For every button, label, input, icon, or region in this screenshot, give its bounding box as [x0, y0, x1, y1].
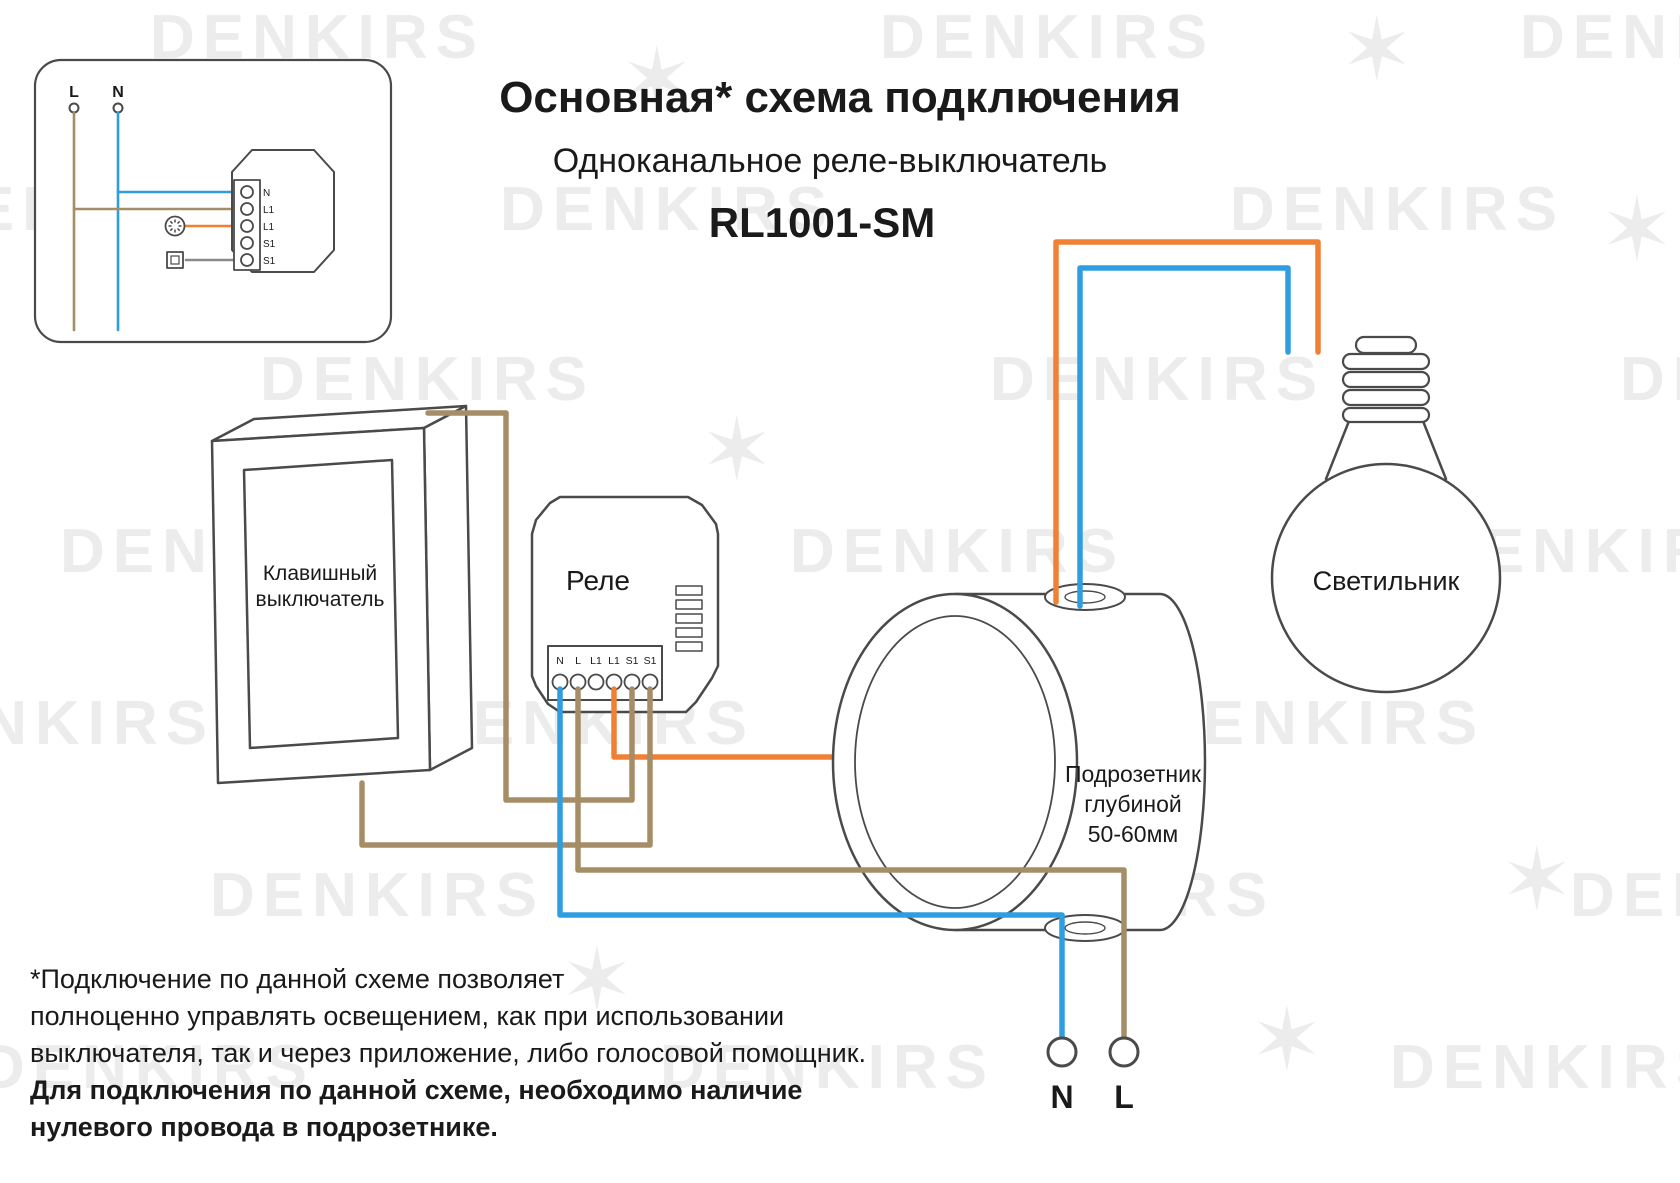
inset-terminal-label: S1 [263, 256, 276, 267]
watermark-star-icon: ✶ [1500, 830, 1574, 929]
watermark-star-icon: ✶ [560, 930, 634, 1029]
junction-box-label-line: 50-60мм [1088, 821, 1178, 847]
inset-neutral-terminal [112, 102, 124, 114]
light-bulb: Светильник [1270, 335, 1502, 694]
watermark-text: DENKIRS [1520, 3, 1680, 72]
inset-phase-terminal [68, 102, 80, 114]
watermark-star-icon: ✶ [700, 400, 774, 499]
footnote-line: выключателя, так и через приложение, либ… [30, 1038, 866, 1068]
relay-terminal-label: L1 [608, 655, 620, 667]
watermark-text: DENKIRS [880, 3, 1215, 72]
relay-module: Реле N L L1 L1 S1 S1 [530, 495, 720, 714]
watermark-text: DENKIRS [660, 1033, 995, 1102]
junction-box-label: Подрозетник глубиной 50-60мм [1065, 761, 1202, 847]
junction-box-label-line: глубиной [1084, 791, 1181, 817]
wall-switch-label: выключатель [256, 588, 385, 611]
relay-terminal-label: S1 [644, 655, 657, 667]
junction-box-tab-bottom [1044, 914, 1126, 942]
watermark-text: DENKIRS [1570, 861, 1680, 930]
inset-terminal-label: L1 [263, 205, 275, 216]
bulb-thread [1341, 352, 1431, 371]
watermark-star-icon: ✶ [1250, 990, 1324, 1089]
relay-terminal-label: L [575, 655, 581, 667]
watermark-text: DENKIRS [990, 345, 1325, 414]
watermark-text: DENKIRS [0, 1033, 315, 1102]
watermark-text: DENKIRS [790, 517, 1125, 586]
watermark-text: DENKIRS [1230, 175, 1565, 244]
inset-terminal [240, 253, 254, 267]
junction-box-front [831, 592, 1079, 932]
watermark-star-icon: ✶ [620, 30, 694, 129]
watermark-text: DENKIRS [210, 861, 545, 930]
wall-switch: Клавишный выключатель [210, 404, 474, 785]
junction-box-rim [854, 615, 1056, 909]
relay-terminal-label: S1 [626, 655, 639, 667]
watermark-text: DENKIRS [500, 175, 835, 244]
fan-icon [164, 215, 186, 237]
page-subtitle: Одноканальное реле-выключатель [553, 142, 1108, 180]
relay-label: Реле [566, 565, 630, 596]
relay-terminal [587, 673, 605, 691]
mains-neutral-label: N [1050, 1079, 1073, 1115]
mains-terminals: N L [1046, 1036, 1140, 1115]
footnote-line-bold: Для подключения по данной схеме, необход… [30, 1075, 802, 1105]
inset-terminal-label: N [263, 188, 270, 199]
watermark-text: DENKIRS [260, 345, 595, 414]
model-number: RL1001-SM [709, 199, 935, 246]
watermark-text: DENKIRS [1620, 345, 1680, 414]
inset-phase-label: L [69, 84, 79, 101]
bulb-thread [1341, 406, 1431, 424]
header: Основная* схема подключения Одноканально… [499, 73, 1181, 246]
relay-vents [675, 585, 703, 652]
wiring [359, 239, 1321, 1040]
wire-bulb-load [1053, 239, 1321, 605]
inset-terminal-label: L1 [263, 222, 275, 233]
inset-terminal [240, 236, 254, 250]
footnote-line: полноценно управлять освещением, как при… [30, 1001, 784, 1031]
bulb-thread [1341, 388, 1431, 407]
wall-switch-side-face [422, 404, 474, 772]
relay-terminal-label: N [556, 655, 564, 667]
relay-terminal-label: L1 [590, 655, 602, 667]
mains-neutral-terminal [1046, 1036, 1078, 1068]
inset-terminal [240, 202, 254, 216]
inset-terminal-label: S1 [263, 239, 276, 250]
bulb-cap [1354, 335, 1418, 355]
switch-symbol-icon [166, 251, 184, 269]
bulb-label: Светильник [1313, 566, 1460, 596]
junction-box-tab-top [1044, 583, 1126, 611]
wire-switch-s1b [359, 686, 653, 848]
inset-terminal [240, 219, 254, 233]
bulb-globe [1270, 462, 1502, 694]
watermark-star-icon: ✶ [1340, 0, 1414, 99]
mains-line-label: L [1114, 1079, 1134, 1115]
page-title: Основная* схема подключения [499, 73, 1181, 122]
watermark-text: DENKIRS [1390, 1033, 1680, 1102]
junction-box-label-line: Подрозетник [1065, 761, 1202, 787]
footnote: *Подключение по данной схеме позволяет п… [30, 964, 866, 1142]
wall-switch-rocker [242, 458, 400, 750]
watermark-star-icon: ✶ [1600, 180, 1674, 279]
wire-bulb-neutral [1077, 265, 1291, 609]
inset-frame [33, 58, 393, 344]
wire-switch-s1a [425, 410, 635, 803]
inset-terminal [240, 185, 254, 199]
wire-relay-line [575, 686, 1127, 1040]
footnote-line-bold: нулевого провода в подрозетнике. [30, 1112, 498, 1142]
inset-diagram: L N N L1 L1 S1 S1 [33, 58, 393, 344]
wall-switch-label: Клавишный [263, 562, 377, 585]
wire-relay-neutral [557, 686, 1065, 1040]
mains-line-terminal [1108, 1036, 1140, 1068]
relay-terminal-block [547, 645, 663, 701]
bulb-neck [1324, 419, 1448, 481]
watermark-text: DENKIRS [0, 689, 215, 758]
bulb-thread [1341, 370, 1431, 389]
junction-box [831, 583, 1207, 942]
inset-neutral-label: N [112, 84, 124, 101]
footnote-line: *Подключение по данной схеме позволяет [30, 964, 564, 994]
